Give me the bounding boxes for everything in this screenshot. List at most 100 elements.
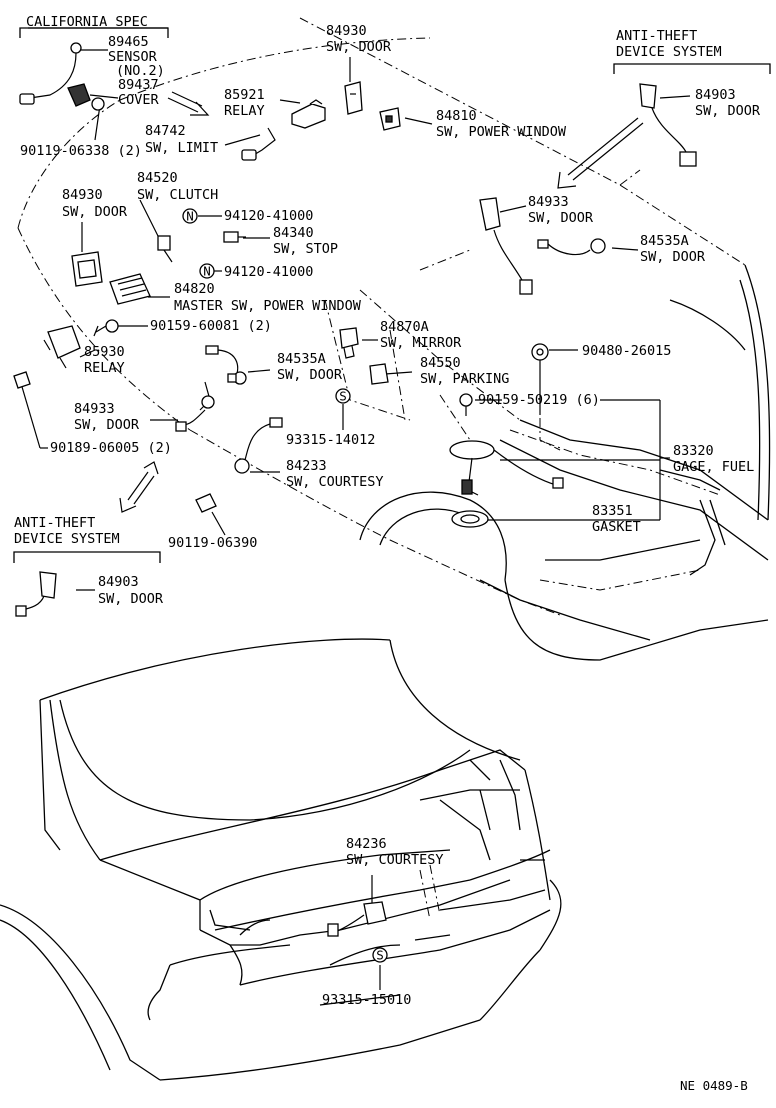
- label-84340-name: SW, STOP: [273, 241, 338, 257]
- car-body-outline: [0, 17, 771, 1081]
- n-marker-2-label: N: [203, 264, 211, 279]
- label-84933-right-name: SW, DOOR: [528, 210, 594, 226]
- door-switch-84930-left-icon: [71, 251, 103, 287]
- power-window-switch-84810-icon: [379, 107, 401, 131]
- label-84870a-number: 84870A: [380, 319, 429, 335]
- door-switch-84930-top-icon: [344, 81, 363, 115]
- screw-90159-50219-icon: [459, 393, 473, 416]
- mirror-switch-84870a-icon: [339, 327, 359, 359]
- n-marker-1-label: N: [186, 209, 194, 224]
- label-83351-number: 83351: [592, 503, 633, 519]
- sensor-89465-icon: [19, 42, 82, 105]
- n-marker-2: N: [199, 263, 215, 279]
- s-marker-2: S: [372, 947, 388, 963]
- label-84236-name: SW, COURTESY: [346, 852, 444, 868]
- label-84820-name: MASTER SW, POWER WINDOW: [174, 298, 362, 314]
- label-90480-26015: 90480-26015: [582, 343, 671, 359]
- courtesy-switch-84233-icon: [234, 417, 283, 474]
- label-90159-50219: 90159-50219 (6): [478, 392, 600, 408]
- label-84236-number: 84236: [346, 836, 387, 852]
- label-89465-number: 89465: [108, 34, 149, 50]
- label-84520-name: SW, CLUTCH: [137, 187, 218, 203]
- california-spec-box: [19, 27, 169, 38]
- label-83320-number: 83320: [673, 443, 714, 459]
- label-84810-number: 84810: [436, 108, 477, 124]
- door-switch-84903-top-icon: [639, 83, 697, 167]
- label-85930-number: 85930: [84, 344, 125, 360]
- anti-theft-top-line1: ANTI-THEFT: [616, 28, 697, 44]
- label-84903-left-name: SW, DOOR: [98, 591, 164, 607]
- label-90119-06390: 90119-06390: [168, 535, 257, 551]
- label-89437-name: COVER: [118, 92, 160, 108]
- label-84520-number: 84520: [137, 170, 178, 186]
- label-84930-left-name: SW, DOOR: [62, 204, 128, 220]
- label-89437-number: 89437: [118, 77, 159, 93]
- label-85930-name: RELAY: [84, 360, 125, 376]
- gasket-83351-icon: [451, 510, 489, 528]
- label-84233-name: SW, COURTESY: [286, 474, 384, 490]
- door-switch-84933-right-icon: [479, 197, 533, 295]
- stop-switch-84340-icon: [223, 231, 246, 243]
- label-85921-name: RELAY: [224, 103, 265, 119]
- california-spec-title: CALIFORNIA SPEC: [26, 14, 148, 30]
- label-90159-60081: 90159-60081 (2): [150, 318, 272, 334]
- label-84535a-mid-number: 84535A: [277, 351, 326, 367]
- door-switch-84903-left-icon: [15, 571, 57, 617]
- label-84820-number: 84820: [174, 281, 215, 297]
- courtesy-switch-84236-icon: [327, 901, 387, 937]
- cover-89437-icon: [67, 83, 105, 111]
- leader-lines: [19, 49, 691, 990]
- relay-85921-icon: [291, 99, 326, 129]
- label-93315-15010: 93315-15010: [322, 992, 411, 1008]
- anti-theft-top-box: [613, 63, 771, 74]
- door-switch-84535a-mid-icon: [205, 345, 247, 385]
- relay-85930-icon: [43, 325, 81, 369]
- figure-code: NE 0489-B: [680, 1078, 748, 1093]
- callout-labels: CALIFORNIA SPEC 89465 SENSOR (NO.2) 8943…: [14, 14, 761, 1093]
- label-84550-name: SW, PARKING: [420, 371, 509, 387]
- label-84550-number: 84550: [420, 355, 461, 371]
- label-84903-top-name: SW, DOOR: [695, 103, 761, 119]
- label-89465-name: SENSOR: [108, 49, 158, 65]
- n-marker-1: N: [182, 208, 198, 224]
- label-85921-number: 85921: [224, 87, 265, 103]
- label-94120-41000-b: 94120-41000: [224, 264, 313, 280]
- label-84930-left-number: 84930: [62, 187, 103, 203]
- anti-theft-left-line1: ANTI-THEFT: [14, 515, 95, 531]
- label-84903-left-number: 84903: [98, 574, 139, 590]
- label-84535a-right-number: 84535A: [640, 233, 689, 249]
- s-marker-1: S: [335, 388, 351, 404]
- clip-90189-icon: [13, 371, 31, 389]
- label-84742-name: SW, LIMIT: [145, 140, 218, 156]
- label-90119-06338: 90119-06338 (2): [20, 143, 142, 159]
- master-power-window-switch-84820-icon: [109, 273, 151, 305]
- bolt-90159-60081-icon: [93, 319, 119, 337]
- door-switch-84933-left-icon: [175, 381, 215, 432]
- label-84933-right-number: 84933: [528, 194, 569, 210]
- label-84233-number: 84233: [286, 458, 327, 474]
- label-84903-top-number: 84903: [695, 87, 736, 103]
- label-84810-name: SW, POWER WINDOW: [436, 124, 567, 140]
- label-84933-left-number: 84933: [74, 401, 115, 417]
- s-marker-1-label: S: [339, 389, 347, 404]
- label-84933-left-name: SW, DOOR: [74, 417, 140, 433]
- parking-switch-84550-icon: [369, 363, 389, 385]
- bolt-90119-06390-icon: [195, 493, 217, 513]
- label-84930-top-name: SW, DOOR: [326, 39, 392, 55]
- direction-arrows: [119, 91, 644, 513]
- label-89465-sub: (NO.2): [116, 63, 165, 79]
- label-83320-name: GAGE, FUEL: [673, 459, 754, 475]
- label-90189-06005: 90189-06005 (2): [50, 440, 172, 456]
- anti-theft-top-line2: DEVICE SYSTEM: [616, 44, 722, 60]
- label-84870a-name: SW, MIRROR: [380, 335, 462, 351]
- label-94120-41000-a: 94120-41000: [224, 208, 313, 224]
- s-marker-2-label: S: [376, 948, 384, 963]
- label-93315-14012: 93315-14012: [286, 432, 375, 448]
- label-83351-name: GASKET: [592, 519, 641, 535]
- anti-theft-left-line2: DEVICE SYSTEM: [14, 531, 120, 547]
- label-84535a-right-name: SW, DOOR: [640, 249, 706, 265]
- label-84742-number: 84742: [145, 123, 186, 139]
- limit-switch-84742-icon: [241, 127, 276, 161]
- label-84930-top-number: 84930: [326, 23, 367, 39]
